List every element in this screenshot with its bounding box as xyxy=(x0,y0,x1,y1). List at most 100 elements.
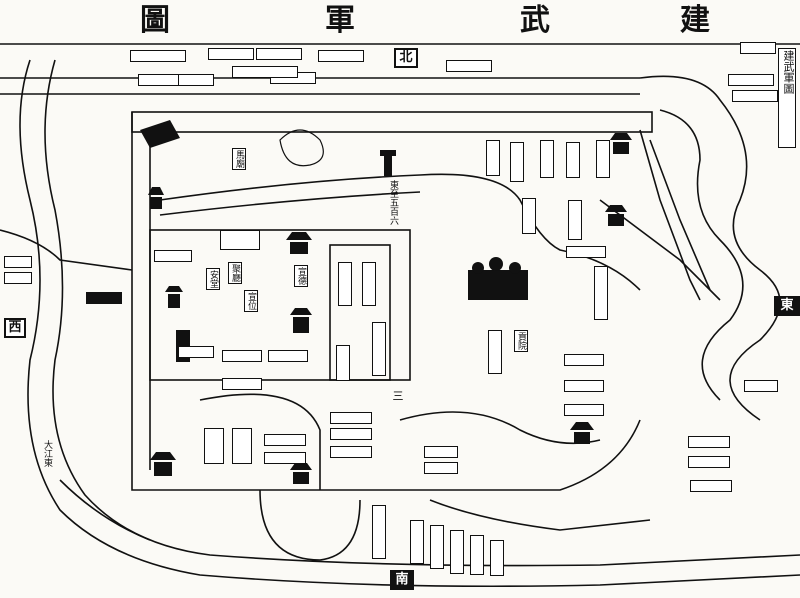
east-river-line xyxy=(639,75,781,421)
north-wall xyxy=(131,111,653,133)
se-gate-tower xyxy=(570,422,594,444)
building-plaque xyxy=(4,256,32,268)
east-gate-tower xyxy=(605,205,627,226)
building-plaque xyxy=(330,412,372,424)
hill-sketch xyxy=(279,129,324,167)
building-plaque xyxy=(732,90,778,102)
building-plaque xyxy=(330,446,372,458)
south-marker: 南 xyxy=(390,570,414,590)
place-b-label: 貢院 xyxy=(514,330,528,352)
tree-grove xyxy=(468,257,528,300)
building-plaque xyxy=(424,446,458,458)
building-plaque xyxy=(564,404,604,416)
building-plaque xyxy=(178,346,214,358)
building-plaque xyxy=(596,140,610,178)
building-plaque xyxy=(446,60,492,72)
east-river-line-2 xyxy=(659,109,744,401)
inner-gate-tower xyxy=(290,308,312,333)
building-plaque xyxy=(336,345,350,381)
west-wall xyxy=(131,112,180,491)
hall-a-label: 安堂 xyxy=(206,268,220,290)
building-plaque xyxy=(256,48,302,60)
building-plaque xyxy=(522,198,536,234)
river-label: 大江東 xyxy=(42,440,52,467)
south-road xyxy=(429,499,651,531)
building-plaque xyxy=(154,250,192,262)
building-plaque xyxy=(130,50,186,62)
lane-east xyxy=(399,411,601,445)
west-marker: 西 xyxy=(4,318,26,338)
lane-south xyxy=(199,393,321,490)
building-plaque xyxy=(338,262,352,306)
building-plaque xyxy=(264,452,306,464)
building-plaque xyxy=(372,322,386,376)
hall-b-label: 聚廳 xyxy=(228,262,242,284)
building-plaque xyxy=(264,434,306,446)
building-plaque xyxy=(208,48,254,60)
east-wall xyxy=(639,129,701,301)
building-plaque xyxy=(450,530,464,574)
building-plaque xyxy=(222,378,262,390)
building-plaque xyxy=(86,292,122,304)
building-plaque xyxy=(566,142,580,178)
building-plaque xyxy=(688,436,730,448)
building-plaque xyxy=(424,462,458,474)
building-plaque xyxy=(540,140,554,178)
seat-label: 宣位 xyxy=(244,290,258,312)
west-gate-tower xyxy=(148,187,164,209)
east-wall-2 xyxy=(649,139,711,291)
inner-court xyxy=(329,244,391,381)
storehouse xyxy=(220,230,260,250)
building-plaque xyxy=(488,330,502,374)
ne-gate-tower xyxy=(610,133,632,154)
outer-river-line-2 xyxy=(44,59,800,567)
west-pavilion xyxy=(165,286,183,308)
building-plaque xyxy=(430,525,444,569)
south-wall xyxy=(180,419,641,491)
nw-gate-tower xyxy=(140,120,180,148)
building-plaque xyxy=(566,246,606,258)
east-marker: 東 xyxy=(774,296,800,316)
building-plaque xyxy=(510,142,524,182)
sw-road xyxy=(59,479,151,541)
building-plaque xyxy=(178,74,214,86)
building-plaque xyxy=(744,380,778,392)
building-plaque xyxy=(410,520,424,564)
building-plaque xyxy=(222,350,262,362)
map-title-char-4: 圖 xyxy=(140,3,170,38)
side-title: 建武軍圖 xyxy=(778,48,796,148)
map-title-char-3: 軍 xyxy=(325,3,355,38)
building-plaque xyxy=(372,505,386,559)
building-plaque xyxy=(268,350,308,362)
building-plaque xyxy=(362,262,376,306)
yamen-compound xyxy=(149,229,411,381)
building-plaque xyxy=(232,66,298,78)
drum-tower xyxy=(286,232,312,254)
map-title-char-2: 武 xyxy=(520,3,550,38)
map-title-char-1: 建 xyxy=(680,3,710,38)
building-plaque xyxy=(564,354,604,366)
building-plaque xyxy=(318,50,364,62)
building-plaque xyxy=(490,540,504,576)
building-plaque xyxy=(740,42,776,54)
building-plaque xyxy=(330,428,372,440)
building-plaque xyxy=(564,380,604,392)
west-road xyxy=(0,229,133,271)
building-plaque xyxy=(688,456,730,468)
building-plaque xyxy=(690,480,732,492)
sw-gate-tower xyxy=(150,452,176,476)
marker-three: 三 xyxy=(391,390,404,401)
south-gate-tower xyxy=(290,463,312,484)
north-gate-tower xyxy=(380,150,396,176)
building-plaque xyxy=(4,272,32,284)
outer-river-line xyxy=(19,59,800,588)
building-plaque xyxy=(728,74,774,86)
north-marker: 北 xyxy=(394,48,418,68)
south-moat-loop xyxy=(259,489,361,561)
distance-note: 東至五百六 xyxy=(388,180,398,225)
storehouse xyxy=(204,428,224,464)
building-plaque xyxy=(486,140,500,176)
temple-label: 馬廟 xyxy=(232,148,246,170)
